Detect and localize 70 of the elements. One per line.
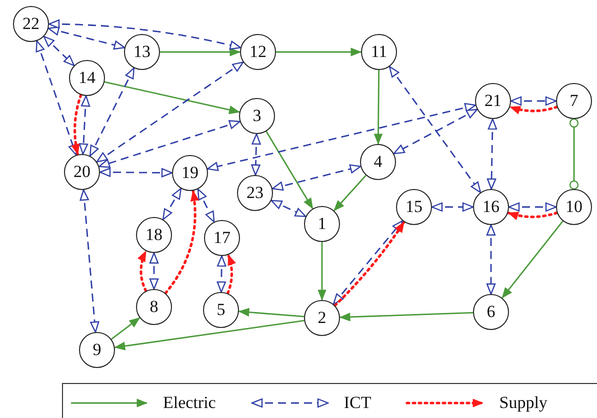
arrow (318, 242, 326, 300)
double-arrow (486, 224, 496, 295)
arrow (276, 48, 362, 56)
double-arrow (216, 255, 226, 293)
double-arrow (89, 68, 135, 156)
node-circle: 7 (556, 83, 592, 119)
arrow (72, 94, 82, 156)
arrow (160, 48, 240, 56)
double-arrow (270, 200, 306, 218)
arrow (226, 254, 236, 295)
arrow (138, 250, 148, 292)
arrow (164, 189, 199, 294)
double-arrow (251, 133, 261, 176)
node-circle: 5 (203, 292, 239, 328)
double-arrow (80, 189, 100, 333)
arrow (114, 320, 304, 350)
node-circle: 18 (136, 217, 172, 253)
node-circle: 20 (64, 154, 100, 190)
double-arrow (388, 66, 482, 193)
node-circle: 4 (360, 144, 396, 180)
legend-label: ICT (344, 393, 372, 413)
connector-line (569, 118, 579, 190)
double-arrow (197, 188, 215, 222)
double-arrow (431, 202, 474, 212)
arrow (502, 220, 564, 298)
double-arrow (508, 202, 557, 212)
node-circle: 16 (473, 189, 509, 225)
node-circle: 17 (204, 220, 240, 256)
double-arrow (96, 62, 244, 162)
node-circle: 2 (304, 300, 340, 336)
arrow (340, 312, 474, 322)
double-arrow (206, 102, 476, 172)
double-arrow (48, 20, 242, 50)
node-circle: 11 (361, 34, 397, 70)
node-circle: 23 (237, 175, 273, 211)
double-arrow (510, 96, 557, 106)
arrow (238, 308, 304, 318)
double-arrow (78, 95, 90, 155)
node-circle: 1 (304, 206, 340, 242)
double-arrow (99, 168, 173, 178)
node-circle: 6 (473, 294, 509, 330)
node-circle: 15 (396, 189, 432, 225)
double-arrow (149, 252, 159, 290)
double-arrow (486, 118, 498, 190)
double-arrow (98, 120, 240, 168)
node-circle: 12 (240, 34, 276, 70)
arrow (110, 317, 140, 340)
double-arrow (272, 164, 362, 191)
arrow (374, 70, 382, 144)
node-circle: 13 (124, 34, 160, 70)
double-arrow (36, 40, 78, 156)
node-circle: 19 (172, 155, 208, 191)
node-circle: 9 (79, 332, 115, 368)
node-circle: 14 (69, 60, 105, 96)
arrow (334, 174, 366, 212)
arrow (104, 81, 240, 114)
node-circle: 10 (556, 189, 592, 225)
double-arrow (48, 26, 126, 50)
node-circle: 22 (13, 6, 49, 42)
node-circle: 3 (239, 98, 275, 134)
arrow (508, 106, 558, 114)
arrow (266, 131, 314, 209)
node-circle: 21 (475, 83, 511, 119)
legend-label: Supply (499, 393, 548, 413)
legend-label: Electric (163, 393, 216, 413)
double-arrow (162, 188, 182, 220)
double-arrow (43, 36, 75, 66)
arrow (506, 211, 558, 220)
double-arrow (393, 108, 478, 154)
node-circle: 8 (136, 289, 172, 325)
